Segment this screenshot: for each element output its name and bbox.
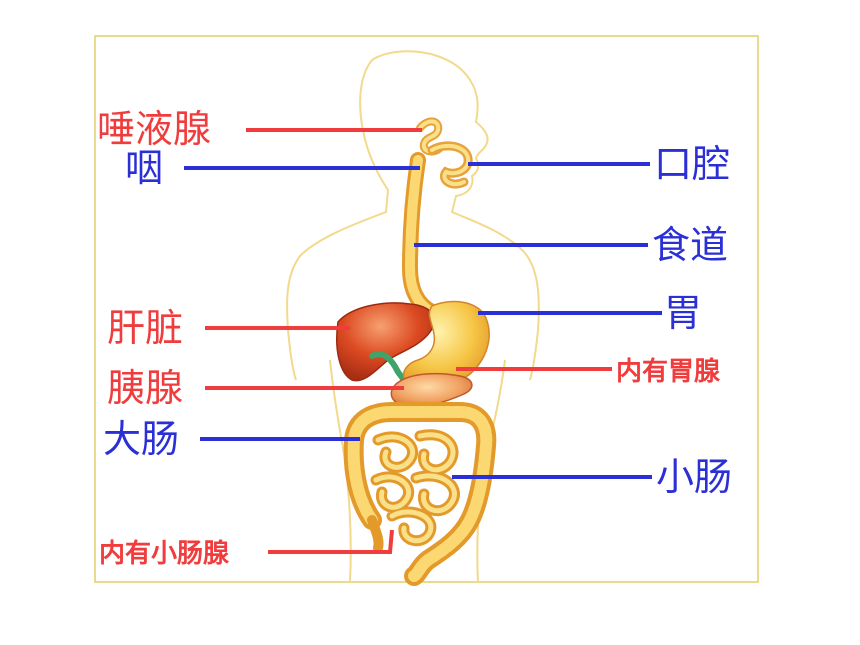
large-intestine-shape: [343, 402, 497, 586]
label-salivary-gland: 唾液腺: [97, 107, 211, 151]
gallbladder-duct: [369, 351, 407, 383]
label-oral-cavity: 口腔: [654, 142, 730, 186]
label-liver: 肝脏: [107, 306, 183, 350]
label-gastric-gland: 内有胃腺: [616, 357, 721, 387]
labels: 唾液腺 咽 口腔 食道 肝脏 胃 内有胃腺 胰腺 大肠 小肠 内有小肠腺: [97, 107, 732, 569]
pancreas-shape: [390, 372, 473, 408]
leader-intestinal-gland: [268, 529, 394, 554]
label-small-intestine: 小肠: [656, 455, 732, 499]
label-pancreas: 胰腺: [107, 366, 183, 410]
label-pharynx: 咽: [125, 146, 163, 190]
oral-cavity-shape: [427, 141, 473, 189]
leader-lines: [184, 128, 662, 554]
label-intestinal-gland: 内有小肠腺: [99, 539, 230, 569]
label-esophagus: 食道: [652, 223, 728, 267]
small-intestine-shape: [370, 429, 460, 547]
esophagus-shape: [401, 152, 440, 320]
liver-shape: [336, 302, 435, 382]
label-large-intestine: 大肠: [103, 417, 179, 461]
label-stomach: 胃: [664, 291, 702, 335]
